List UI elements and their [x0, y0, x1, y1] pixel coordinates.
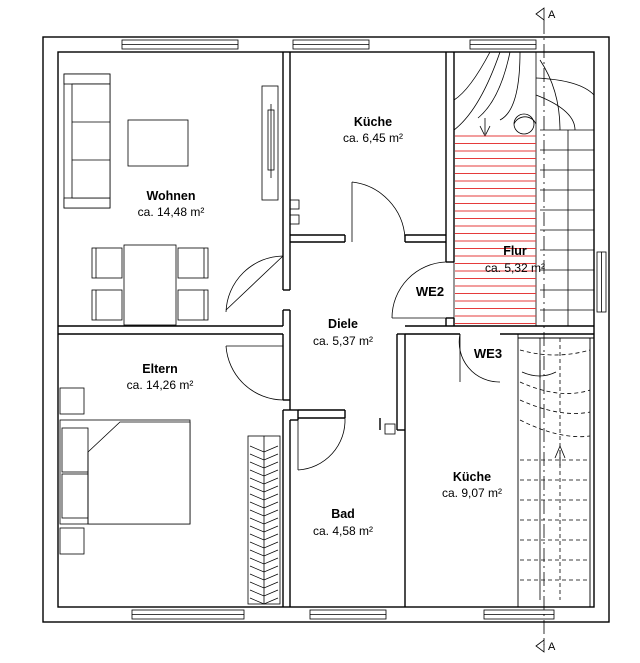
hanger-mark	[249, 533, 279, 541]
staircase-bottom	[519, 338, 591, 600]
hanger-mark	[249, 501, 279, 509]
room-name-wohnen: Wohnen	[146, 189, 195, 203]
unit-label-we3: WE3	[474, 346, 502, 361]
room-name-bad: Bad	[331, 507, 355, 521]
wardrobe-hangers	[249, 445, 279, 605]
hanger-mark	[249, 509, 279, 517]
unit-label-we2: WE2	[416, 284, 444, 299]
windows	[121, 39, 607, 620]
hanger-mark	[249, 469, 279, 477]
interior-walls	[58, 52, 594, 607]
hanger-mark	[249, 589, 279, 597]
room-area-kueche-top: ca. 6,45 m²	[343, 131, 403, 145]
room-name-kueche-bottom: Küche	[453, 470, 491, 484]
room-area-bad: ca. 4,58 m²	[313, 524, 373, 538]
hanger-mark	[249, 445, 279, 453]
hanger-mark	[249, 525, 279, 533]
exterior-walls	[42, 36, 610, 623]
hanger-mark	[249, 453, 279, 461]
section-line	[535, 7, 545, 653]
living-room-furniture	[63, 73, 279, 326]
room-name-kueche-top: Küche	[354, 115, 392, 129]
doors	[225, 181, 501, 471]
room-name-diele: Diele	[328, 317, 358, 331]
room-area-diele: ca. 5,37 m²	[313, 334, 373, 348]
room-labels: Wohnen ca. 14,48 m² Küche ca. 6,45 m² Fl…	[127, 9, 556, 653]
staircase-top	[453, 51, 595, 327]
hanger-mark	[249, 517, 279, 525]
hanger-mark	[249, 477, 279, 485]
hanger-mark	[249, 597, 279, 605]
room-area-flur: ca. 5,32 m²	[485, 261, 545, 275]
room-area-wohnen: ca. 14,48 m²	[138, 205, 205, 219]
bedroom-furniture	[59, 387, 281, 605]
hanger-mark	[249, 461, 279, 469]
room-area-kueche-bottom: ca. 9,07 m²	[442, 486, 502, 500]
room-area-eltern: ca. 14,26 m²	[127, 378, 194, 392]
hanger-mark	[249, 485, 279, 493]
section-mark-bottom: A	[548, 641, 556, 653]
hanger-mark	[249, 573, 279, 581]
stair-hatch-red	[455, 135, 536, 324]
room-name-flur: Flur	[503, 244, 527, 258]
hanger-mark	[249, 549, 279, 557]
hanger-mark	[249, 565, 279, 573]
hanger-mark	[249, 493, 279, 501]
room-name-eltern: Eltern	[142, 362, 177, 376]
hanger-mark	[249, 581, 279, 589]
hanger-mark	[249, 541, 279, 549]
hanger-mark	[249, 557, 279, 565]
section-mark-top: A	[548, 9, 556, 21]
